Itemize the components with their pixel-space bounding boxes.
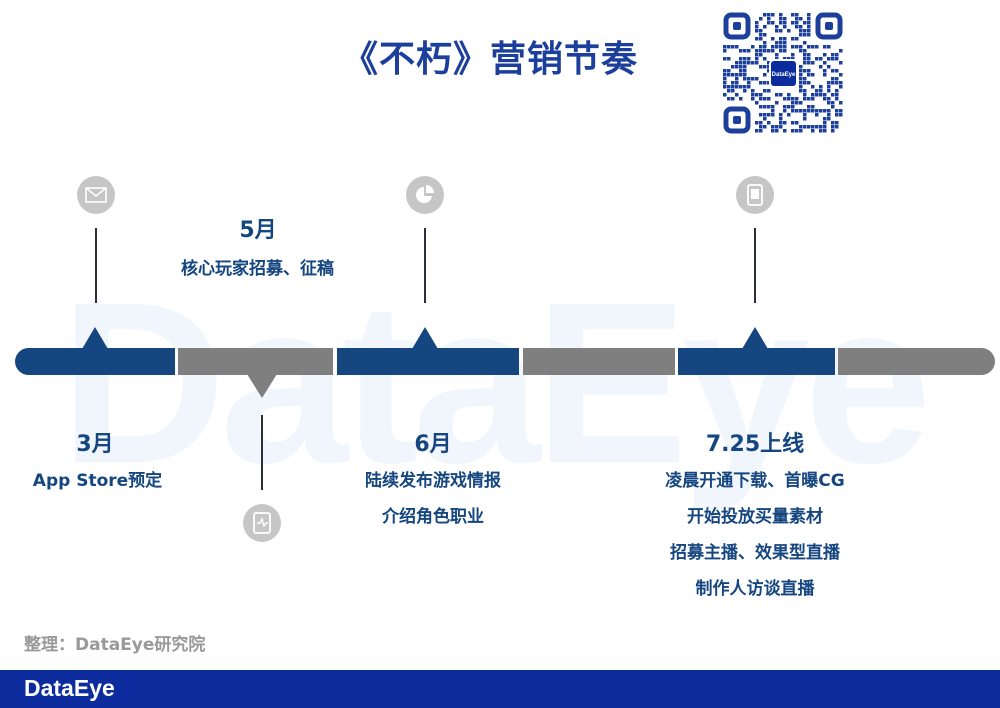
milestone-desc: 介绍角色职业 [382,507,484,527]
pointer-up [412,327,438,349]
milestone-desc: 核心玩家招募、征稿 [181,259,334,279]
timeline-segment [523,348,675,375]
milestone-desc: 招募主播、效果型直播 [670,543,840,563]
footer-logo: DataEye [24,675,115,701]
milestone-desc: 凌晨开通下载、首曝CG [665,471,845,491]
milestone-month: 6月 [414,432,452,457]
timeline-segment [337,348,519,375]
milestone-desc: 制作人访谈直播 [695,579,815,599]
pointer-down [247,374,277,398]
milestone-month: 5月 [239,218,277,243]
footer-bar: DataEye [0,670,1000,708]
phone-icon [736,176,774,214]
timeline-segment [178,348,333,375]
envelope-icon [77,176,115,214]
pie-chart-icon [406,176,444,214]
milestone-desc: 陆续发布游戏情报 [365,471,501,491]
pointer-up [82,327,108,349]
timeline-segment [838,348,995,375]
page-title: 《不朽》营销节奏 [341,39,638,80]
timeline-segment [678,348,835,375]
milestone-month: 3月 [76,432,114,457]
connector-line [424,228,426,303]
tablet-chart-icon [243,504,281,542]
milestone-desc: 开始投放买量素材 [687,507,823,527]
credit-text: 整理：DataEye研究院 [24,635,206,655]
connector-line [261,415,263,490]
timeline-segment [15,348,175,375]
milestone-desc: App Store预定 [32,471,163,491]
qr-code[interactable]: DataEye [723,12,843,134]
qr-logo: DataEye [772,72,796,78]
milestone-month: 7.25上线 [705,432,805,457]
pointer-up [742,327,768,349]
watermark: DataEye [60,254,932,511]
connector-line [95,228,97,303]
connector-line [754,228,756,303]
